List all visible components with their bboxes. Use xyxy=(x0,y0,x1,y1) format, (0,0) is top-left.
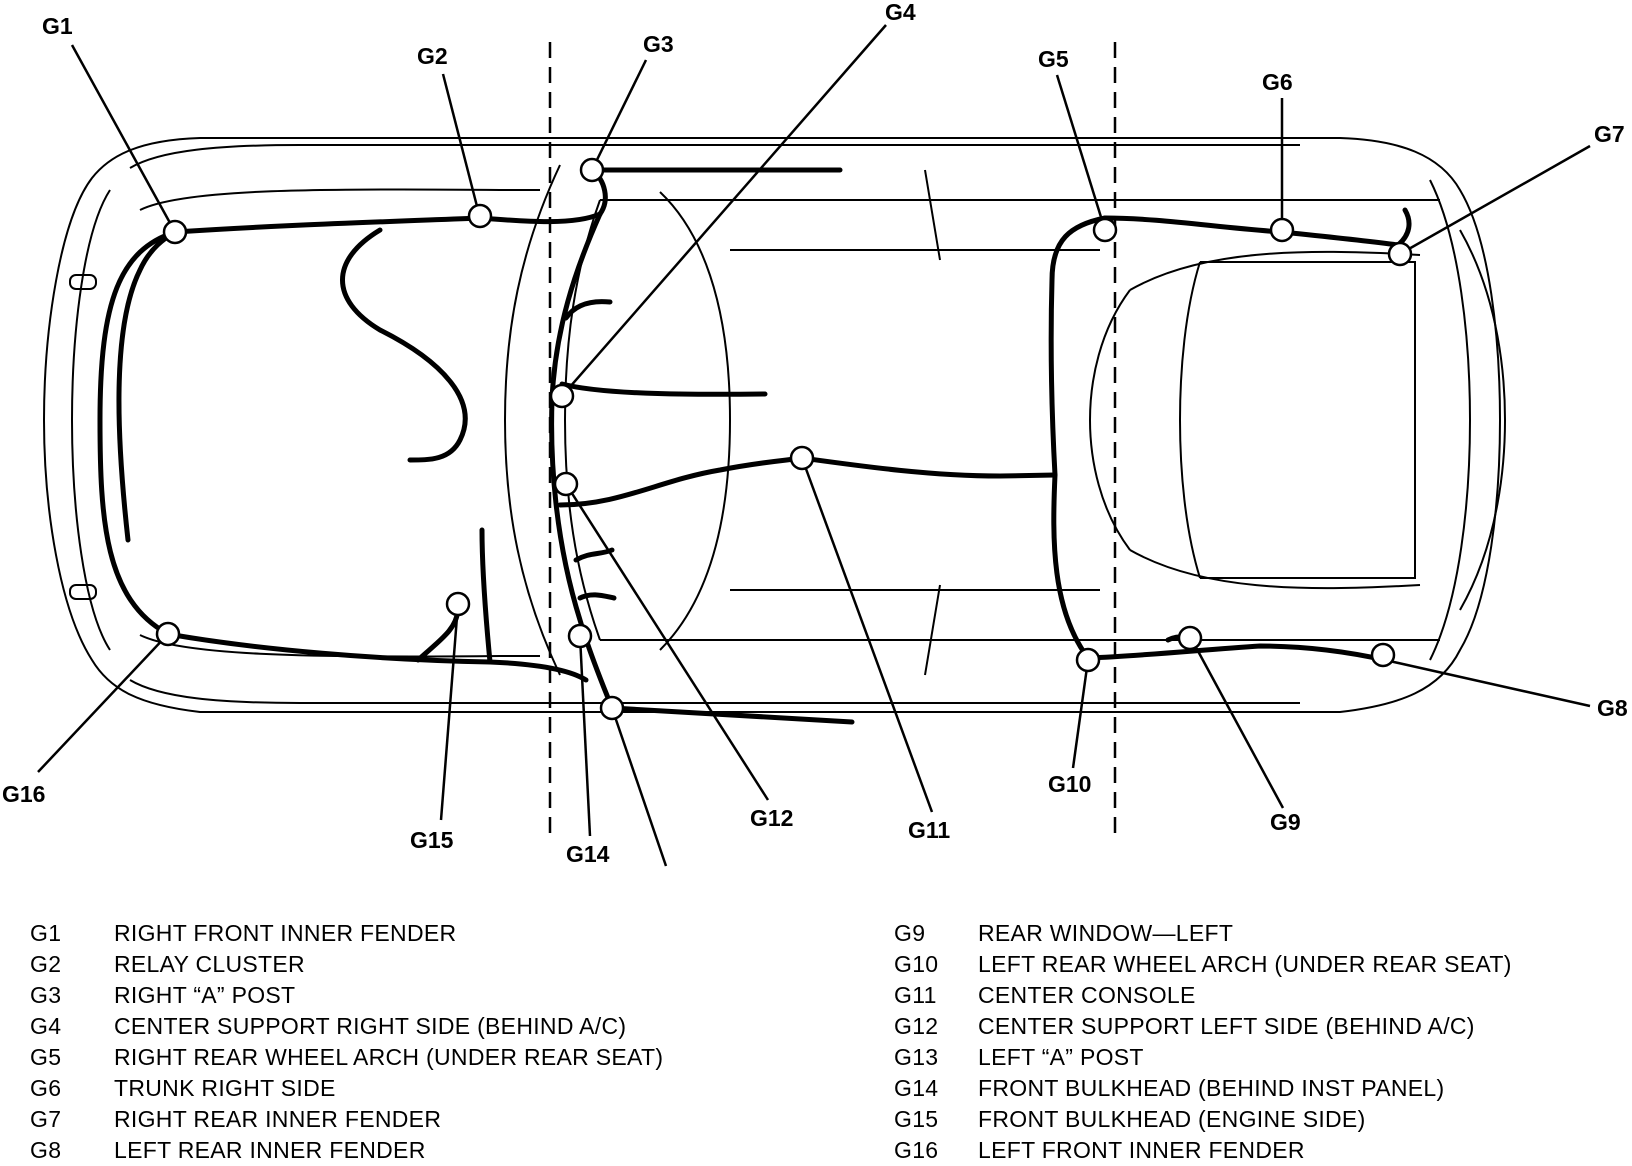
ground-point-g4 xyxy=(549,383,575,409)
wiring-harness xyxy=(97,167,1412,725)
legend-description: RIGHT “A” POST xyxy=(114,982,296,1008)
callout-label-g2: G2 xyxy=(417,43,448,69)
legend-id: G10 xyxy=(894,951,939,977)
legend-id: G16 xyxy=(894,1137,939,1163)
legend-right-column: G9 REAR WINDOW—LEFT G10 LEFT REAR WHEEL AR… xyxy=(894,918,1512,1166)
leader-lines xyxy=(37,24,1591,867)
legend-row: G11 CENTER CONSOLE xyxy=(894,980,1512,1011)
callout-labels: G1 G2 G3 G4 G5 G6 G7 G8 G9 G10 G11 G12 G… xyxy=(2,0,1628,880)
ground-point-g1 xyxy=(162,219,188,245)
legend-description: CENTER SUPPORT RIGHT SIDE (BEHIND A/C) xyxy=(114,1013,627,1039)
legend-description: LEFT REAR WHEEL ARCH (UNDER REAR SEAT) xyxy=(978,951,1512,977)
legend-id: G6 xyxy=(30,1075,62,1101)
car-ground-location-diagram: G1 G2 G3 G4 G5 G6 G7 G8 G9 G10 G11 G12 G… xyxy=(2,0,1628,880)
callout-label-g1: G1 xyxy=(42,13,73,39)
ground-point-g8 xyxy=(1370,642,1396,668)
callout-label-g9: G9 xyxy=(1270,809,1301,835)
callout-label-g10: G10 xyxy=(1048,771,1091,797)
callout-label-g5: G5 xyxy=(1038,46,1069,72)
callout-label-g4: G4 xyxy=(885,0,916,25)
legend-id: G9 xyxy=(894,920,926,946)
callout-label-g12: G12 xyxy=(750,805,793,831)
car-body-outline xyxy=(42,137,1507,713)
callout-label-g7: G7 xyxy=(1594,121,1625,147)
legend-description: TRUNK RIGHT SIDE xyxy=(114,1075,336,1101)
legend-row: G12 CENTER SUPPORT LEFT SIDE (BEHIND A/C) xyxy=(894,1011,1512,1042)
legend-description: LEFT FRONT INNER FENDER xyxy=(978,1137,1305,1163)
legend-id: G2 xyxy=(30,951,62,977)
callout-label-g13: G13 xyxy=(654,877,697,880)
legend-description: RIGHT REAR WHEEL ARCH (UNDER REAR SEAT) xyxy=(114,1044,664,1070)
legend-row: G16 LEFT FRONT INNER FENDER xyxy=(894,1135,1512,1166)
legend-row: G13 LEFT “A” POST xyxy=(894,1042,1512,1073)
legend-id: G12 xyxy=(894,1013,939,1039)
legend-id: G1 xyxy=(30,920,62,946)
legend-description: FRONT BULKHEAD (ENGINE SIDE) xyxy=(978,1106,1366,1132)
legend-id: G3 xyxy=(30,982,62,1008)
callout-label-g3: G3 xyxy=(643,31,674,57)
legend-row: G9 REAR WINDOW—LEFT xyxy=(894,918,1512,949)
legend-description: FRONT BULKHEAD (BEHIND INST PANEL) xyxy=(978,1075,1445,1101)
ground-point-g6 xyxy=(1269,217,1295,243)
legend-description: LEFT REAR INNER FENDER xyxy=(114,1137,426,1163)
legend-row: G3 RIGHT “A” POST xyxy=(30,980,663,1011)
legend-id: G8 xyxy=(30,1137,62,1163)
legend-left-column: G1 RIGHT FRONT INNER FENDER G2 RELAY CLUST… xyxy=(30,918,663,1166)
legend-id: G4 xyxy=(30,1013,62,1039)
ground-point-g3 xyxy=(579,157,605,183)
legend-row: G14 FRONT BULKHEAD (BEHIND INST PANEL) xyxy=(894,1073,1512,1104)
ground-point-g5 xyxy=(1092,217,1118,243)
ground-point-g15 xyxy=(445,591,471,617)
ground-point-g13 xyxy=(599,695,625,721)
callout-label-g6: G6 xyxy=(1262,69,1293,95)
callout-label-g15: G15 xyxy=(410,827,454,853)
legend-row: G5 RIGHT REAR WHEEL ARCH (UNDER REAR SEAT… xyxy=(30,1042,663,1073)
callout-label-g11: G11 xyxy=(908,817,950,843)
legend-id: G7 xyxy=(30,1106,62,1132)
ground-point-g16 xyxy=(155,621,181,647)
legend-id: G5 xyxy=(30,1044,62,1070)
legend-description: LEFT “A” POST xyxy=(978,1044,1144,1070)
legend-row: G2 RELAY CLUSTER xyxy=(30,949,663,980)
legend-description: RIGHT REAR INNER FENDER xyxy=(114,1106,442,1132)
legend-description: RELAY CLUSTER xyxy=(114,951,305,977)
ground-point-g2 xyxy=(467,203,493,229)
legend-description: CENTER CONSOLE xyxy=(978,982,1196,1008)
legend-description: RIGHT FRONT INNER FENDER xyxy=(114,920,457,946)
legend-row: G8 LEFT REAR INNER FENDER xyxy=(30,1135,663,1166)
legend-row: G7 RIGHT REAR INNER FENDER xyxy=(30,1104,663,1135)
legend-id: G14 xyxy=(894,1075,939,1101)
legend-row: G15 FRONT BULKHEAD (ENGINE SIDE) xyxy=(894,1104,1512,1135)
legend-id: G11 xyxy=(894,982,937,1008)
legend-description: REAR WINDOW—LEFT xyxy=(978,920,1234,946)
legend-id: G15 xyxy=(894,1106,939,1132)
legend-id: G13 xyxy=(894,1044,939,1070)
ground-points xyxy=(155,157,1413,721)
callout-label-g14: G14 xyxy=(566,841,610,867)
legend-row: G6 TRUNK RIGHT SIDE xyxy=(30,1073,663,1104)
ground-point-g14 xyxy=(567,623,593,649)
ground-point-g12 xyxy=(553,471,579,497)
legend-row: G10 LEFT REAR WHEEL ARCH (UNDER REAR SEAT… xyxy=(894,949,1512,980)
ground-point-g9 xyxy=(1177,625,1203,651)
ground-point-g7 xyxy=(1387,241,1413,267)
ground-point-g10 xyxy=(1075,647,1101,673)
legend-row: G4 CENTER SUPPORT RIGHT SIDE (BEHIND A/C) xyxy=(30,1011,663,1042)
callout-label-g8: G8 xyxy=(1597,695,1628,721)
legend-description: CENTER SUPPORT LEFT SIDE (BEHIND A/C) xyxy=(978,1013,1475,1039)
callout-label-g16: G16 xyxy=(2,781,45,807)
legend-row: G1 RIGHT FRONT INNER FENDER xyxy=(30,918,663,949)
ground-point-g11 xyxy=(789,445,815,471)
